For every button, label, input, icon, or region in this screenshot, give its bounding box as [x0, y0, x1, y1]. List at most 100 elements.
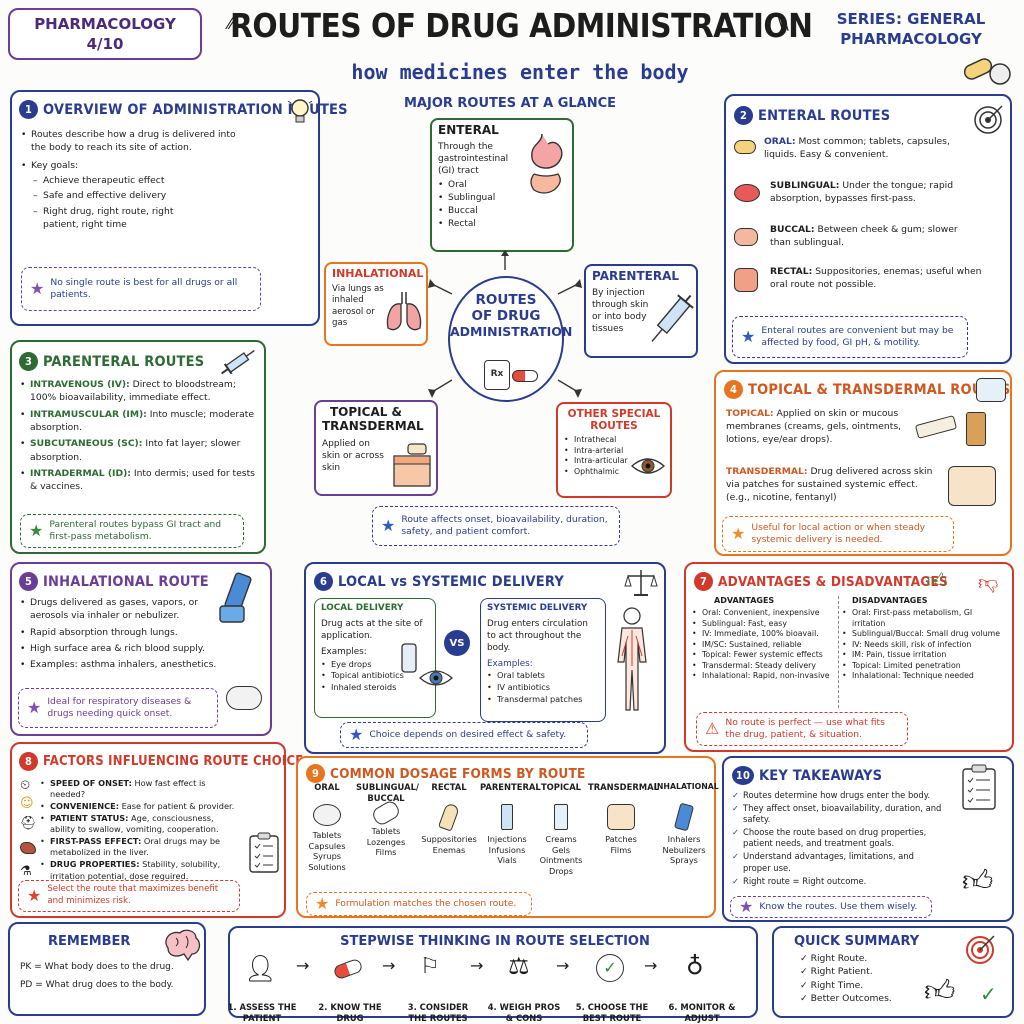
- disadvantage-item: Inhalational: Technique needed: [842, 671, 1008, 682]
- overview-note: ★No single route is best for all drugs o…: [21, 267, 261, 311]
- section-number: 1: [19, 100, 38, 119]
- panel-desc: Drug acts at the site of application.: [321, 618, 423, 641]
- other-route-item: Intra-articular: [564, 456, 664, 467]
- check-icon: ✓: [800, 966, 811, 978]
- hub-line: ADMINISTRATION: [450, 324, 573, 340]
- dosage-form: Tablets: [371, 826, 401, 836]
- card-desc: Via lungs as inhaled aerosol or gas: [332, 283, 384, 329]
- cheek-icon: [734, 228, 758, 246]
- section-number: 3: [19, 352, 38, 371]
- overview-goal: Right drug, right route, right patient, …: [33, 205, 203, 232]
- note-text: Select the route that maximizes benefit …: [47, 884, 219, 906]
- human-circulation-icon: [617, 607, 647, 711]
- dosage-form: Drops: [549, 865, 573, 876]
- stomach-icon: [530, 133, 563, 194]
- center-heading: MAJOR ROUTES AT A GLANCE: [403, 96, 617, 111]
- advantage-item: Inhalational: Rapid, non-invasive: [692, 671, 842, 682]
- dosage-col-topical: TOPICAL Creams Gels Ointments Drops: [536, 782, 586, 877]
- other-route-item: Intrathecal: [564, 435, 664, 446]
- overview-point: Routes describe how a drug is delivered …: [21, 128, 241, 155]
- brain-icon: [165, 929, 201, 962]
- inhaler-icon: [219, 572, 252, 623]
- disadvantages-list: Oral: First-pass metabolism, GI irritati…: [842, 608, 1008, 682]
- lungs-icon: [386, 292, 422, 331]
- section-title: TOPICAL & TRANSDERMAL ROUTES: [748, 381, 1011, 398]
- advantage-item: IV: Immediate, 100% bioavail.: [692, 629, 842, 640]
- arrow-icon: →: [556, 956, 570, 975]
- route-card-enteral: ENTERAL Through the gastrointestinal (GI…: [430, 118, 574, 252]
- note-text: No route is perfect — use what fits the …: [725, 716, 885, 740]
- flask-icon: ⚗: [20, 864, 32, 879]
- panel-examples-label: Examples:: [487, 658, 533, 669]
- column-divider: [838, 596, 839, 708]
- target-icon: [974, 105, 1003, 134]
- stepwise-title: STEPWISE THINKING IN ROUTE SELECTION: [340, 934, 650, 949]
- check-circle-icon: ✓: [732, 875, 740, 886]
- advantages-note: ⚠No route is perfect — use what fits the…: [696, 712, 908, 746]
- advantage-item: Transdermal: Steady delivery: [692, 661, 842, 672]
- step-label: 6. MONITOR & ADJUST: [668, 1002, 736, 1023]
- quick-summary-list: ✓ Right Route. ✓ Right Patient. ✓ Right …: [800, 952, 892, 1005]
- enteral-item: Sublingual: [438, 192, 566, 205]
- badge-line-2: 4/10: [86, 34, 124, 53]
- item-text: Into muscle; moderate absorption.: [30, 408, 255, 434]
- summary-item: Right Time.: [810, 979, 864, 991]
- star-icon: ★: [315, 894, 330, 913]
- star-icon: ★: [741, 327, 756, 346]
- item-label: SUBCUTANEOUS (SC):: [30, 438, 143, 450]
- tablets-icon: [313, 804, 341, 826]
- section-number: 5: [19, 572, 38, 591]
- check-circle-icon: ✓: [732, 790, 740, 800]
- pk-definition: PK = What body does to the drug.: [20, 962, 174, 972]
- item-text: Oral drugs may be metabolized in the liv…: [50, 836, 221, 858]
- dosage-form: Inhalers: [667, 834, 701, 844]
- dosage-form: Patches: [605, 834, 637, 844]
- central-hub: ROUTES OF DRUG ADMINISTRATION Rx: [448, 276, 573, 402]
- arrow-icon: →: [470, 956, 484, 975]
- patch-icon: [607, 804, 635, 830]
- item-text: Into fat layer; slower absorption.: [30, 438, 241, 463]
- dosage-form: Lozenges: [366, 836, 406, 847]
- dosage-form: Infusions: [488, 844, 526, 855]
- dropper-bottle-icon: [966, 412, 986, 446]
- section-number: 2: [734, 106, 753, 125]
- rx-label: Rx: [490, 369, 504, 379]
- quick-summary-box: QUICK SUMMARY ✓ Right Route. ✓ Right Pat…: [772, 926, 1014, 1018]
- suppository-icon: [437, 802, 461, 832]
- advantages-heading: ADVANTAGES: [714, 596, 775, 605]
- page-subtitle: how medicines enter the body: [351, 60, 689, 84]
- route-card-other: OTHER SPECIAL ROUTES Intrathecal Intra-a…: [556, 402, 672, 498]
- takeaways-note: ★Know the routes. Use them wisely.: [730, 896, 932, 918]
- item-label: INTRADERMAL (ID):: [30, 468, 131, 480]
- dosage-col-oral: ORAL Tablets Capsules Syrups Solutions: [302, 782, 352, 873]
- dosage-col-transdermal: TRANSDERMAL Patches Films: [588, 782, 659, 855]
- dosage-form: Films: [375, 847, 397, 858]
- note-text: Useful for local action or when steady s…: [751, 521, 926, 545]
- disadvantage-item: IV: Needs skill, risk of infection: [842, 640, 1008, 651]
- section-title: COMMON DOSAGE FORMS BY ROUTE: [330, 765, 586, 782]
- section-title: ENTERAL ROUTES: [758, 107, 891, 124]
- medicine-bottle-icon: Rx: [484, 360, 510, 390]
- item-label: TRANSDERMAL:: [726, 466, 808, 477]
- cream-jar-icon: [976, 378, 1006, 402]
- dosage-form: Syrups: [312, 851, 342, 862]
- title-spark-left: ⁄⁄: [228, 14, 234, 33]
- card-title: PARENTERAL: [592, 269, 680, 283]
- col-header: RECTAL: [431, 782, 467, 792]
- factors-note: ★Select the route that maximizes benefit…: [18, 880, 240, 912]
- section-title: KEY TAKEAWAYS: [759, 767, 883, 784]
- pills-icon: [963, 58, 1011, 85]
- section-number: 7: [694, 572, 713, 591]
- inhalation-note: ★Ideal for respiratory diseases & drugs …: [18, 688, 218, 728]
- star-icon: ★: [30, 279, 45, 298]
- section-title: INHALATIONAL ROUTE: [43, 573, 209, 590]
- takeaways-list: ✓Routes determine how drugs enter the bo…: [732, 790, 942, 887]
- overview-goal: Achieve therapeutic effect: [33, 174, 311, 188]
- item-label: INTRAVENOUS (IV):: [30, 379, 130, 390]
- dosage-form: Ointments: [539, 855, 583, 866]
- capsule-icon: [332, 957, 364, 981]
- col-header: PARENTERAL: [480, 782, 541, 792]
